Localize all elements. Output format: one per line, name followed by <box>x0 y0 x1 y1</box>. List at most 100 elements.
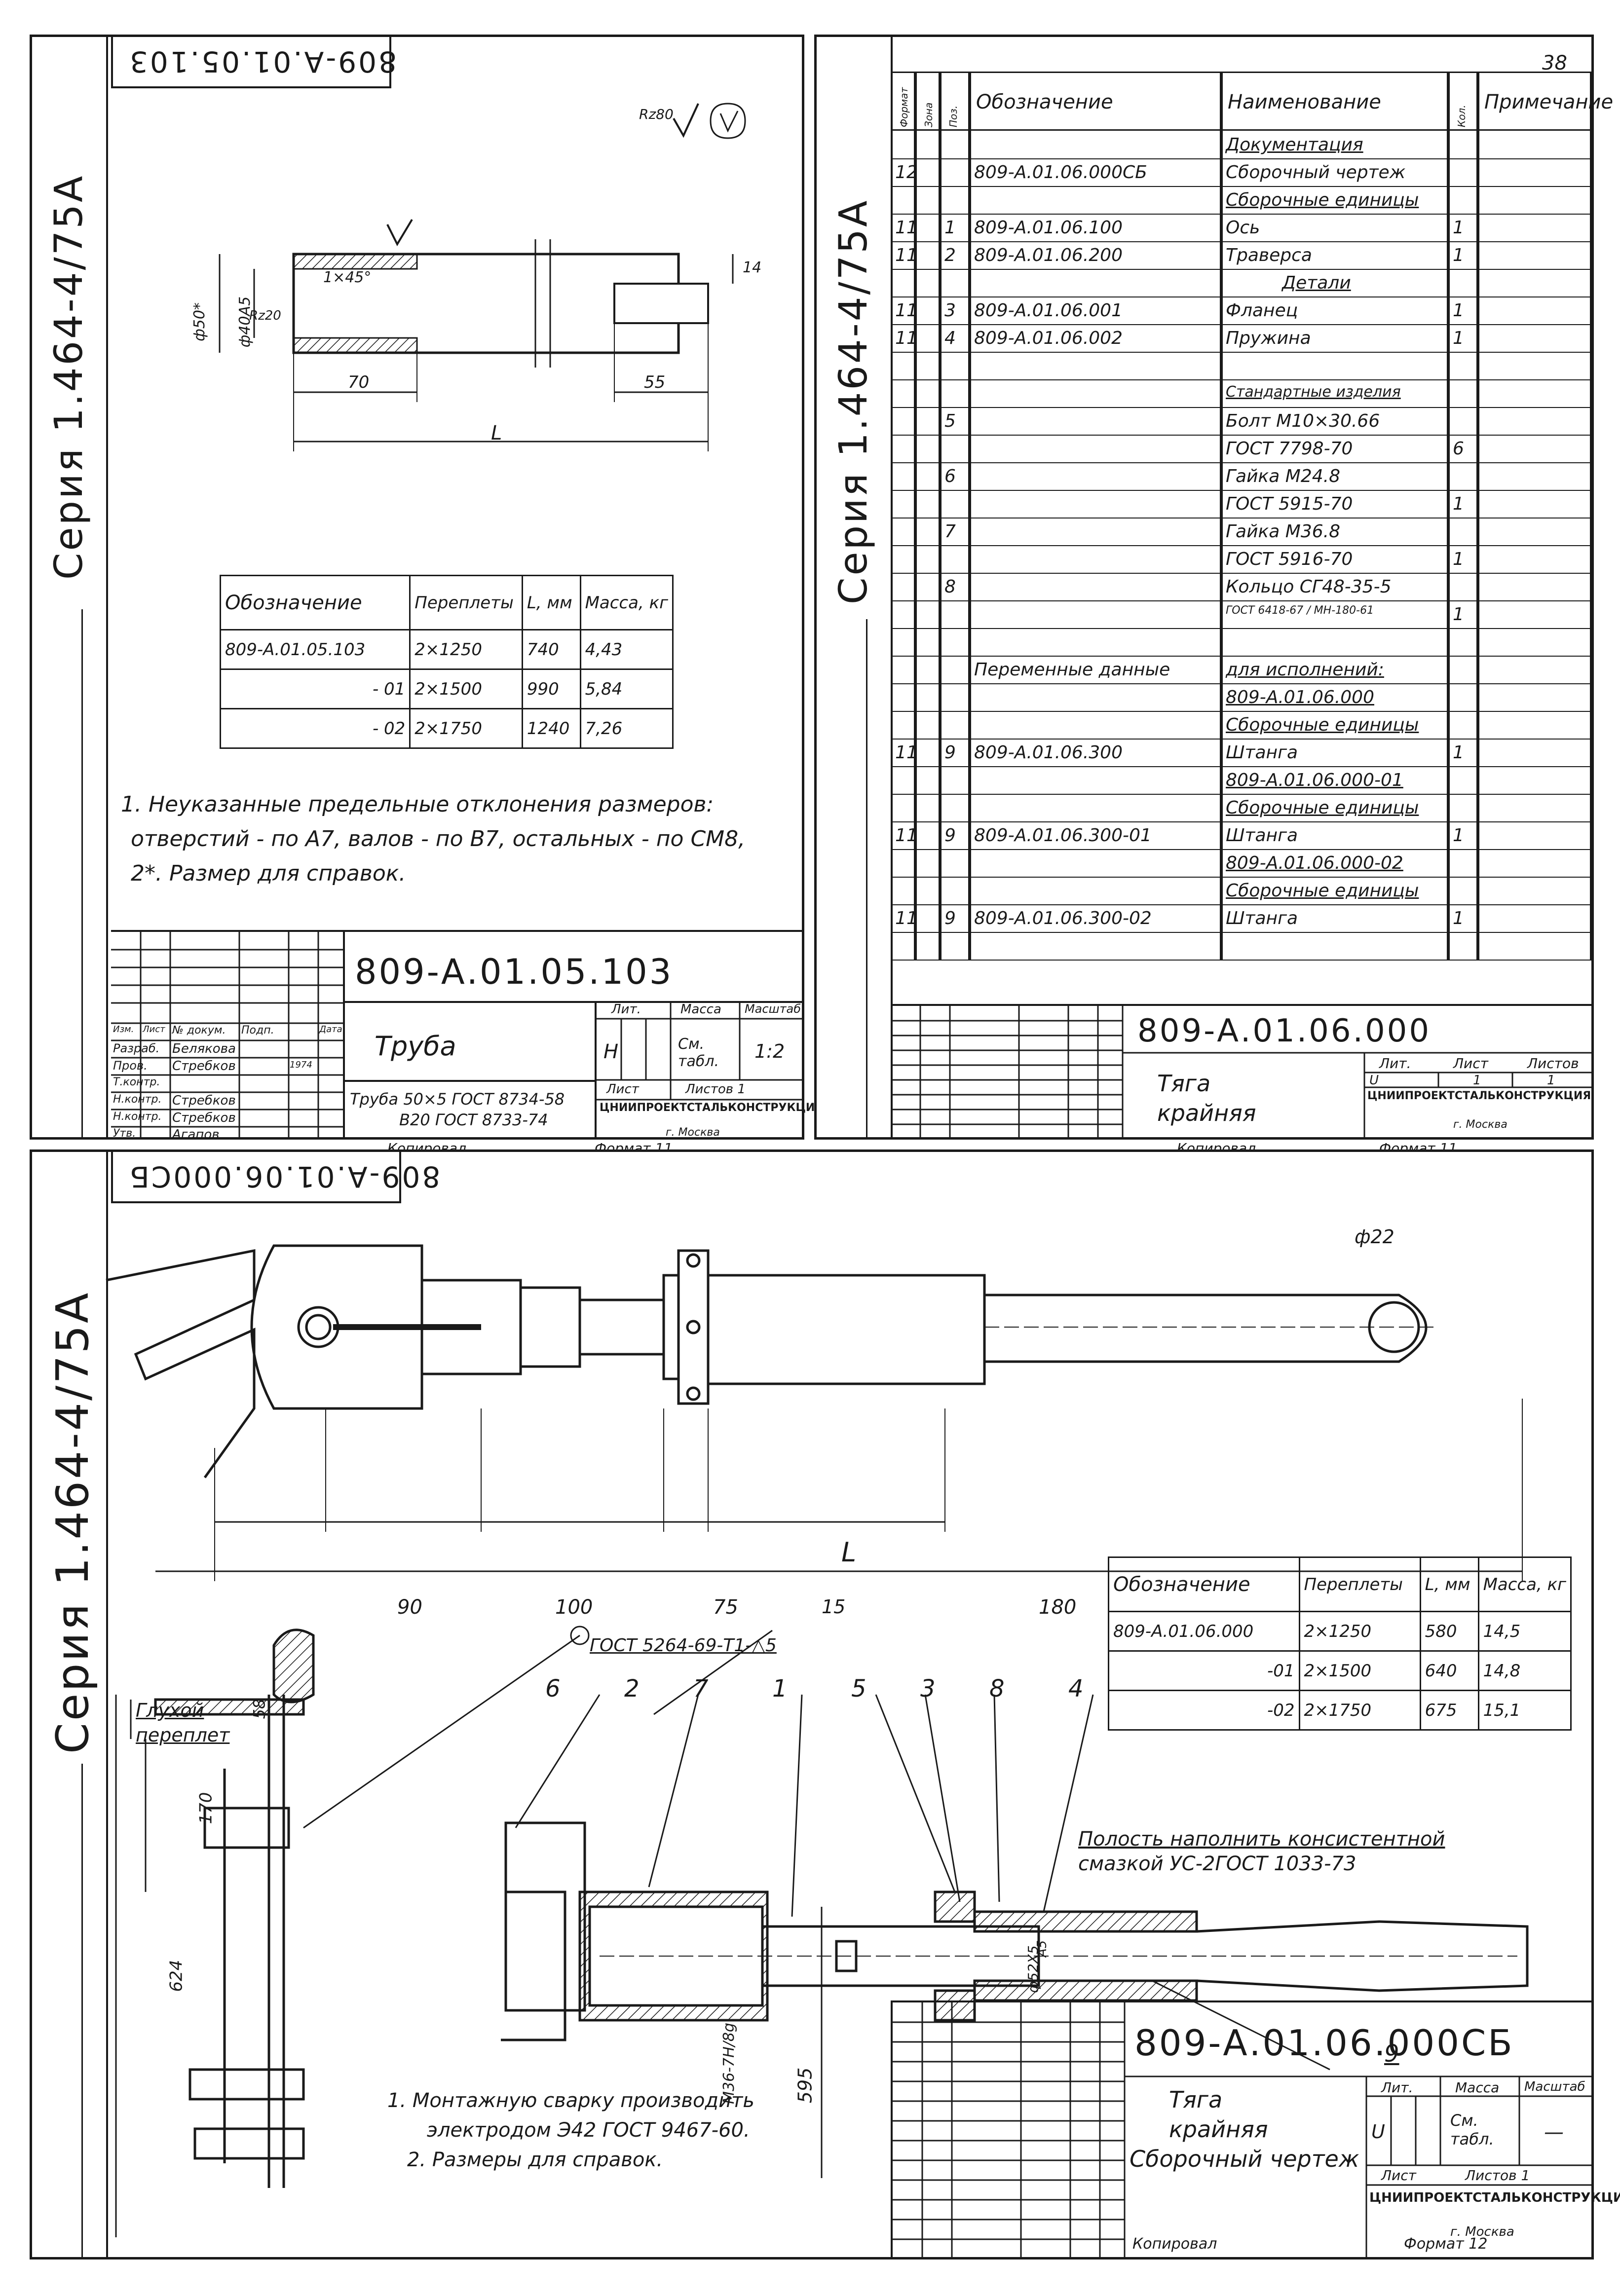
spec-cell <box>1448 849 1478 877</box>
spec-cell <box>1448 628 1478 656</box>
role-name: Стребков <box>172 1093 236 1108</box>
title-code: 809-А.01.06.000 <box>1137 1013 1432 1049</box>
spec-cell <box>915 131 940 158</box>
spec-cell <box>1221 628 1448 656</box>
spec-cell-text: 11 <box>895 328 918 348</box>
part-name-2: крайняя <box>1169 2116 1268 2143</box>
spec-cell <box>915 628 940 656</box>
spec-row-line <box>891 877 1591 878</box>
position-9: 9 <box>1384 2040 1399 2068</box>
spec-cell <box>1478 296 1591 324</box>
spec-cell: 12 <box>891 158 918 186</box>
spec-cell-text: 809-А.01.06.000-02 <box>1226 853 1403 873</box>
sheet-label: Лист <box>606 1082 639 1097</box>
dim-58: 58 <box>250 1699 269 1719</box>
spec-cell <box>915 462 940 490</box>
spec-cell-text: 1 <box>1453 300 1464 321</box>
spec-cell: Переменные данные <box>970 656 1221 683</box>
spec-cell <box>940 683 970 711</box>
spec-cell <box>1478 379 1591 407</box>
spec-cell: Штанга <box>1221 821 1448 849</box>
spec-header-label: Примечание <box>1484 91 1614 113</box>
spec-cell: Документация <box>1221 131 1448 158</box>
spec-cell <box>1478 545 1591 573</box>
spec-cell <box>940 877 970 904</box>
spec-cell <box>970 794 1221 821</box>
table-cell: 809-А.01.05.103 <box>219 629 411 670</box>
spec-cell <box>1478 186 1591 214</box>
spec-cell-text: 9 <box>944 742 956 763</box>
lit-label: Лит. <box>1379 1055 1411 1072</box>
role-label: Н.контр. <box>113 1093 162 1106</box>
code-box: 809-А.01.05.103 <box>111 37 397 88</box>
spec-cell <box>1448 683 1478 711</box>
spec-cell: Детали <box>1221 269 1448 296</box>
spec-cell <box>915 711 940 739</box>
spec-cell: 809-А.01.06.001 <box>970 296 1221 324</box>
drawing-code-rotated: 809-А.01.06.000СБ <box>128 1160 441 1193</box>
scale-value: 1:2 <box>754 1040 785 1062</box>
table-cell: 2×1750 <box>409 708 523 749</box>
role-label: Разраб. <box>113 1041 160 1055</box>
spec-cell-text: Гайка М36.8 <box>1226 521 1340 542</box>
spec-cell: 8 <box>940 573 970 600</box>
spec-cell-text: 11 <box>895 245 918 265</box>
spec-row-line <box>891 462 1591 463</box>
spec-cell <box>915 490 940 518</box>
spec-cell <box>915 324 940 352</box>
spec-cell-text: 11 <box>895 742 918 763</box>
spec-cell <box>940 656 970 683</box>
spec-cell <box>1478 518 1591 545</box>
roughness-check-icon <box>673 103 746 139</box>
spec-row-line <box>891 573 1591 574</box>
dim-14: 14 <box>743 259 762 276</box>
spec-cell: 1 <box>940 214 970 241</box>
spec-cell-text: 9 <box>944 908 956 928</box>
spec-cell <box>1478 490 1591 518</box>
table-cell: 809-А.01.06.000 <box>1108 1611 1300 1652</box>
spec-cell <box>1478 131 1591 158</box>
material-line-2: В20 ГОСТ 8733-74 <box>399 1111 548 1129</box>
spec-cell: Сборочные единицы <box>1221 186 1448 214</box>
spec-cell <box>915 573 940 600</box>
spec-cell <box>970 379 1221 407</box>
spec-cell-text: ГОСТ 6418-67 / МН-180-61 <box>1226 604 1374 617</box>
dim-90: 90 <box>397 1596 422 1619</box>
dim-55: 55 <box>644 372 666 392</box>
spec-cell <box>1478 711 1591 739</box>
spec-cell <box>1448 352 1478 379</box>
spec-cell <box>1478 600 1591 628</box>
spec-cell: 809-А.01.06.200 <box>970 241 1221 269</box>
spec-cell <box>940 545 970 573</box>
spec-row-line <box>891 960 1591 961</box>
table-cell: 2×1500 <box>409 668 523 709</box>
dim-75: 75 <box>713 1596 738 1619</box>
spec-cell <box>915 932 940 960</box>
scale-label: Масштаб <box>745 1002 801 1016</box>
spec-row-line <box>891 214 1591 215</box>
spec-cell <box>891 628 915 656</box>
spec-cell <box>891 435 915 462</box>
org-city: г. Москва <box>666 1126 720 1139</box>
scale-label: Масштаб <box>1524 2079 1585 2094</box>
spec-cell <box>891 379 915 407</box>
spec-cell-text: 11 <box>895 218 918 238</box>
table-cell: 4,43 <box>579 629 674 670</box>
spec-cell <box>1221 352 1448 379</box>
role-name: Белякова <box>172 1041 236 1056</box>
spec-cell: 1 <box>1448 490 1478 518</box>
col-header-length: L, мм <box>1419 1556 1479 1612</box>
spec-cell <box>891 794 915 821</box>
spec-cell <box>1478 766 1591 794</box>
spec-row-line <box>891 821 1591 822</box>
col-header-designation: Обозначение <box>1108 1556 1300 1612</box>
spec-cell: ГОСТ 7798-70 <box>1221 435 1448 462</box>
spec-cell-text: Фланец <box>1226 300 1298 321</box>
format-label: Формат 12 <box>1404 2235 1488 2253</box>
spec-cell: Сборочные единицы <box>1221 877 1448 904</box>
spec-cell <box>915 241 940 269</box>
sheets-label: Листов 1 <box>1465 2167 1530 2184</box>
col-header-length: L, мм <box>521 575 581 630</box>
title-name-cell: Труба Труба 50×5 ГОСТ 8734-58 В20 ГОСТ 8… <box>343 1001 597 1139</box>
position-2: 2 <box>624 1675 640 1703</box>
